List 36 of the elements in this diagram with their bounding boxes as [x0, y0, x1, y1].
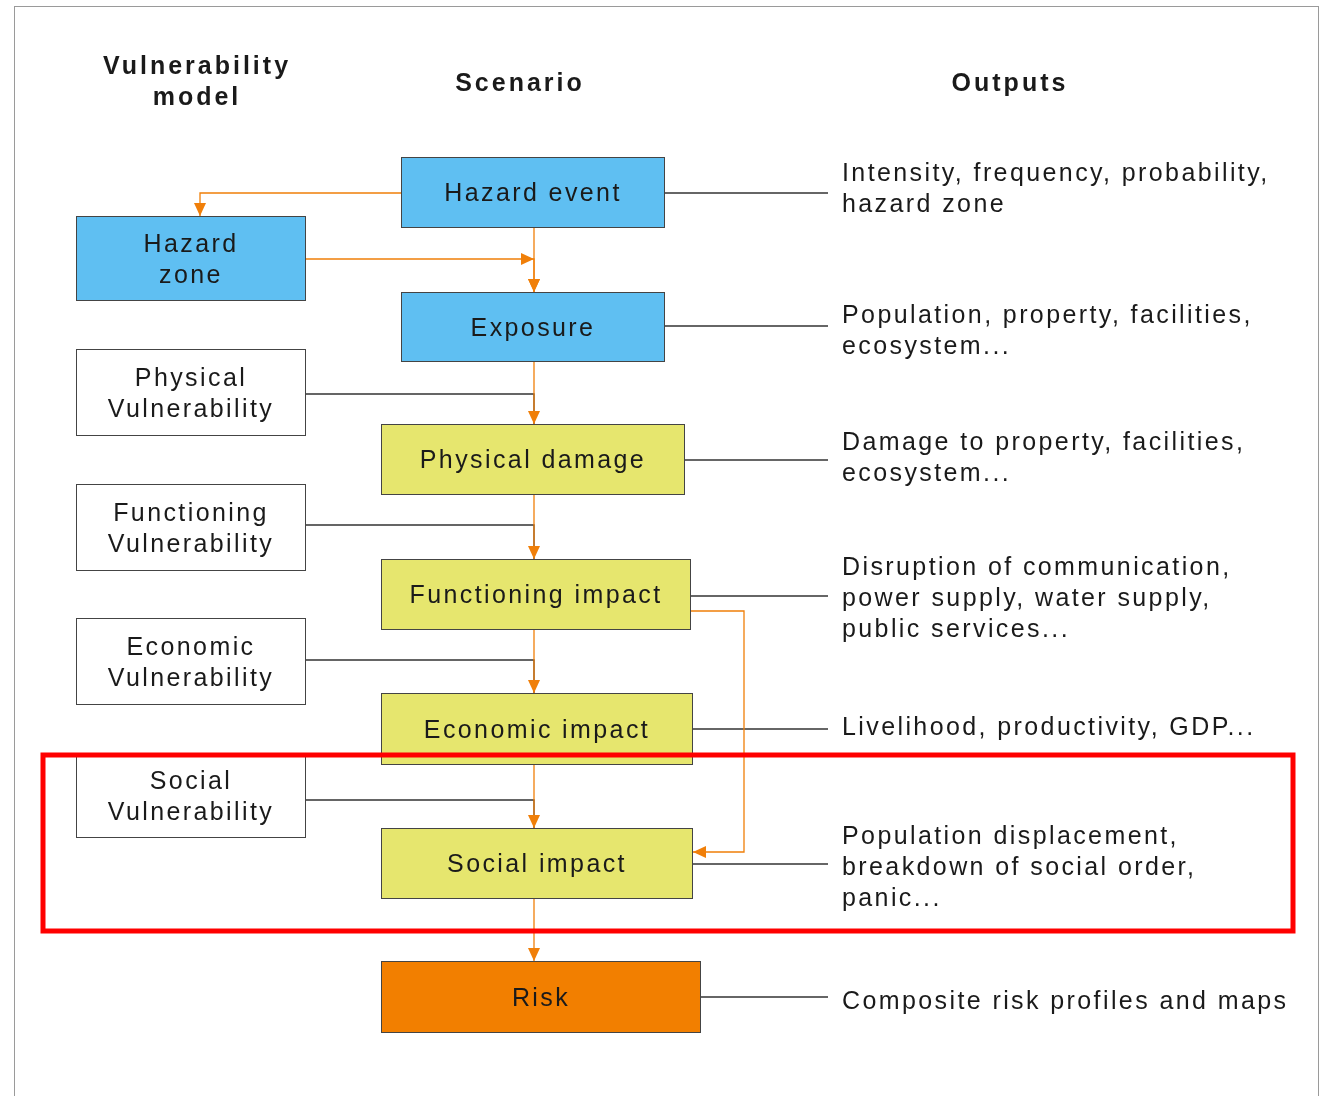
output-text: Disruption of communication, power supply, water supply, public services... [842, 550, 1233, 644]
output-text: Damage to property, facilities, ecosystem... [842, 426, 1247, 488]
process-box: Risk [381, 961, 701, 1033]
process-box: Hazard zone [76, 216, 306, 301]
connector-line [700, 996, 829, 998]
output-text: Population displacement, breakdown of social order, panic... [842, 819, 1198, 913]
arrow [194, 192, 402, 217]
column-heading: Scenario [454, 67, 586, 98]
process-box: Functioning impact [381, 559, 691, 630]
connector-line [664, 192, 829, 194]
process-box: Economic impact [381, 693, 693, 765]
connector-line [692, 728, 829, 730]
vulnerability-box: Physical Vulnerability [76, 349, 306, 436]
output-text: Population, property, facilities, ecosystem... [842, 299, 1254, 361]
arrow [528, 227, 540, 293]
process-box: Physical damage [381, 424, 685, 495]
vulnerability-box: Economic Vulnerability [76, 618, 306, 705]
connector-line [692, 863, 829, 865]
process-box: Social impact [381, 828, 693, 899]
arrow [690, 610, 745, 858]
arrow [528, 629, 540, 694]
arrow [528, 764, 540, 829]
connector-line [664, 325, 829, 327]
connector-line [690, 595, 829, 597]
output-text: Intensity, frequency, probability, hazard zone [842, 157, 1271, 219]
column-heading: Outputs [950, 67, 1070, 98]
vulnerability-box: Functioning Vulnerability [76, 484, 306, 571]
column-heading: Vulnerability model [101, 50, 293, 112]
arrow [528, 494, 540, 560]
output-text: Composite risk profiles and maps [842, 984, 1289, 1016]
arrow [528, 898, 540, 962]
process-box: Hazard event [401, 157, 665, 228]
connector-line [684, 459, 829, 461]
process-box: Exposure [401, 292, 665, 362]
arrow [528, 361, 540, 425]
output-text: Livelihood, productivity, GDP... [842, 710, 1256, 742]
